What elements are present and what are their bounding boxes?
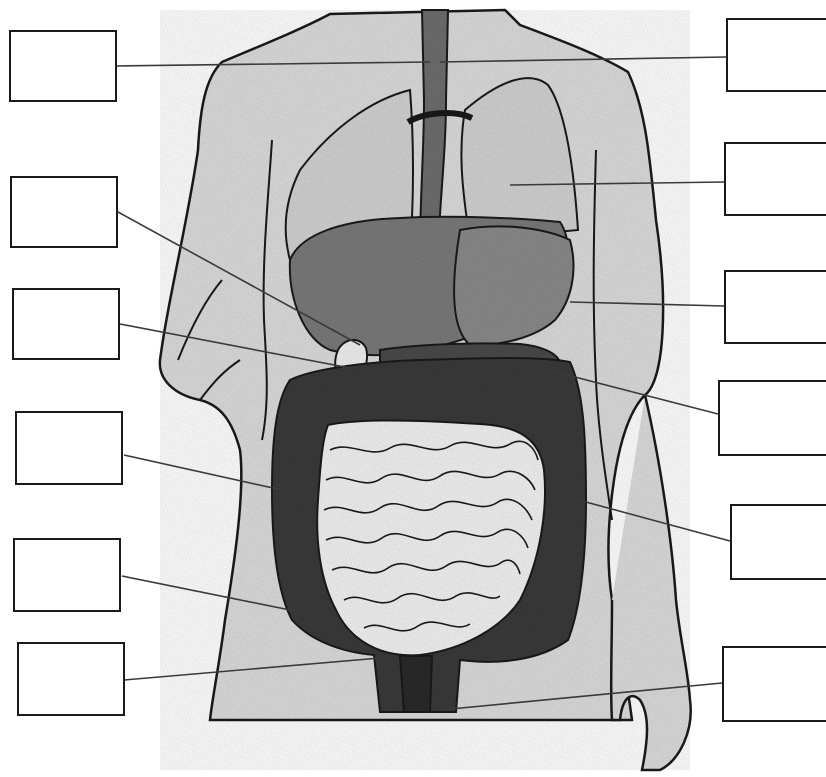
label-box-right-2[interactable] (724, 142, 826, 216)
label-text (728, 20, 826, 90)
label-box-right-4[interactable] (718, 380, 826, 456)
label-box-right-3[interactable] (724, 270, 826, 344)
label-text (726, 272, 826, 342)
label-text (19, 644, 123, 714)
label-box-left-5[interactable] (13, 538, 121, 612)
label-box-left-1[interactable] (9, 30, 117, 102)
label-text (732, 506, 826, 578)
label-box-left-2[interactable] (10, 176, 118, 248)
label-text (726, 144, 826, 214)
label-text (11, 32, 115, 100)
label-box-left-3[interactable] (12, 288, 120, 360)
label-box-left-4[interactable] (15, 411, 123, 485)
label-text (12, 178, 116, 246)
label-text (17, 413, 121, 483)
label-box-right-5[interactable] (730, 504, 826, 580)
label-box-left-6[interactable] (17, 642, 125, 716)
label-box-right-6[interactable] (722, 646, 826, 722)
label-text (15, 540, 119, 610)
label-text (720, 382, 826, 454)
label-text (724, 648, 826, 720)
label-box-right-1[interactable] (726, 18, 826, 92)
stipple-texture (160, 10, 690, 770)
label-text (14, 290, 118, 358)
